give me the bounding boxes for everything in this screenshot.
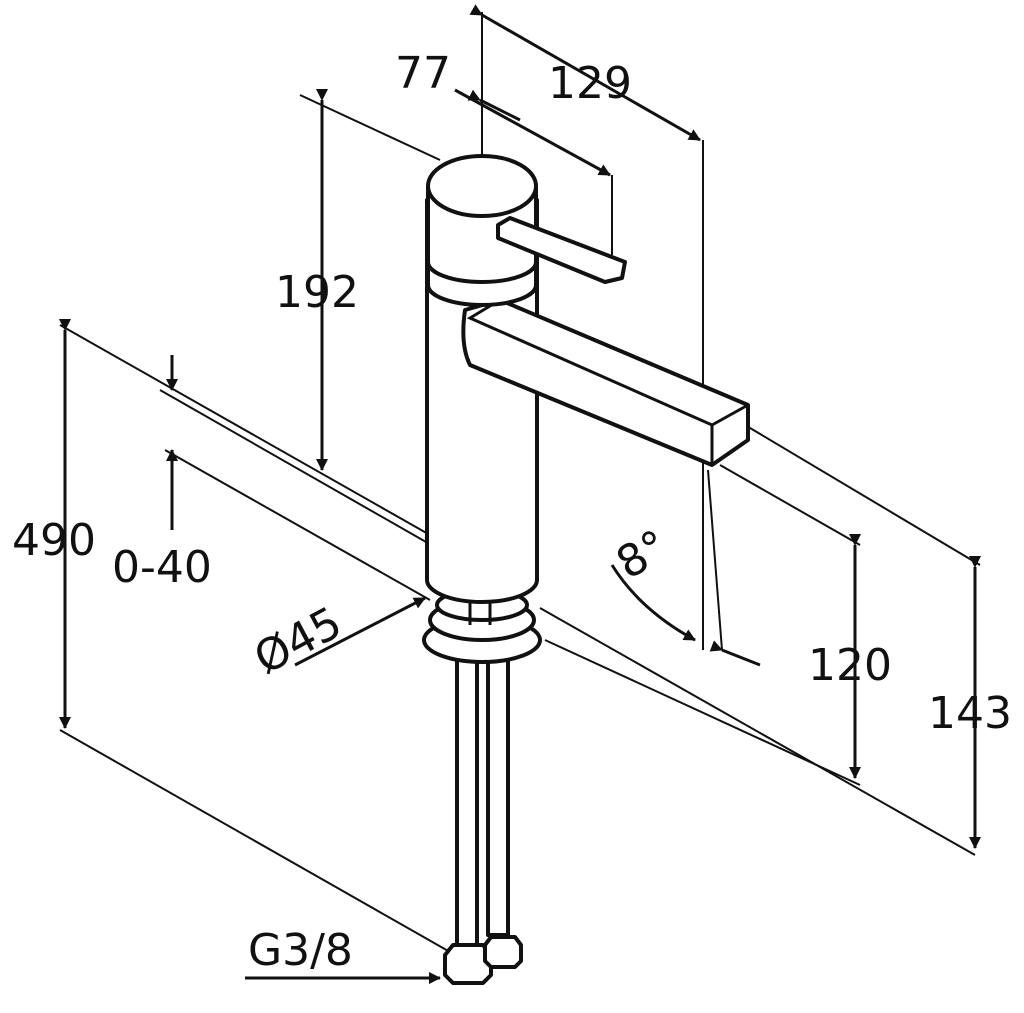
dimension-label-120: 120 [808,640,892,691]
dimension-label-diameter: Ø45 [246,597,350,685]
dimension-label-129: 129 [548,58,632,109]
dimension-label-thread: G3/8 [248,925,353,976]
dimension-label-angle: 8° [608,520,677,589]
dimension-label-490: 490 [12,515,96,566]
extension-lines [59,12,981,953]
dimension-label-77: 77 [395,48,451,99]
dimension-lines [59,4,981,984]
dimension-label-192: 192 [275,267,359,318]
faucet-body [422,154,750,985]
dimension-label-0-40: 0-40 [112,542,212,593]
dimension-label-143: 143 [928,688,1012,739]
